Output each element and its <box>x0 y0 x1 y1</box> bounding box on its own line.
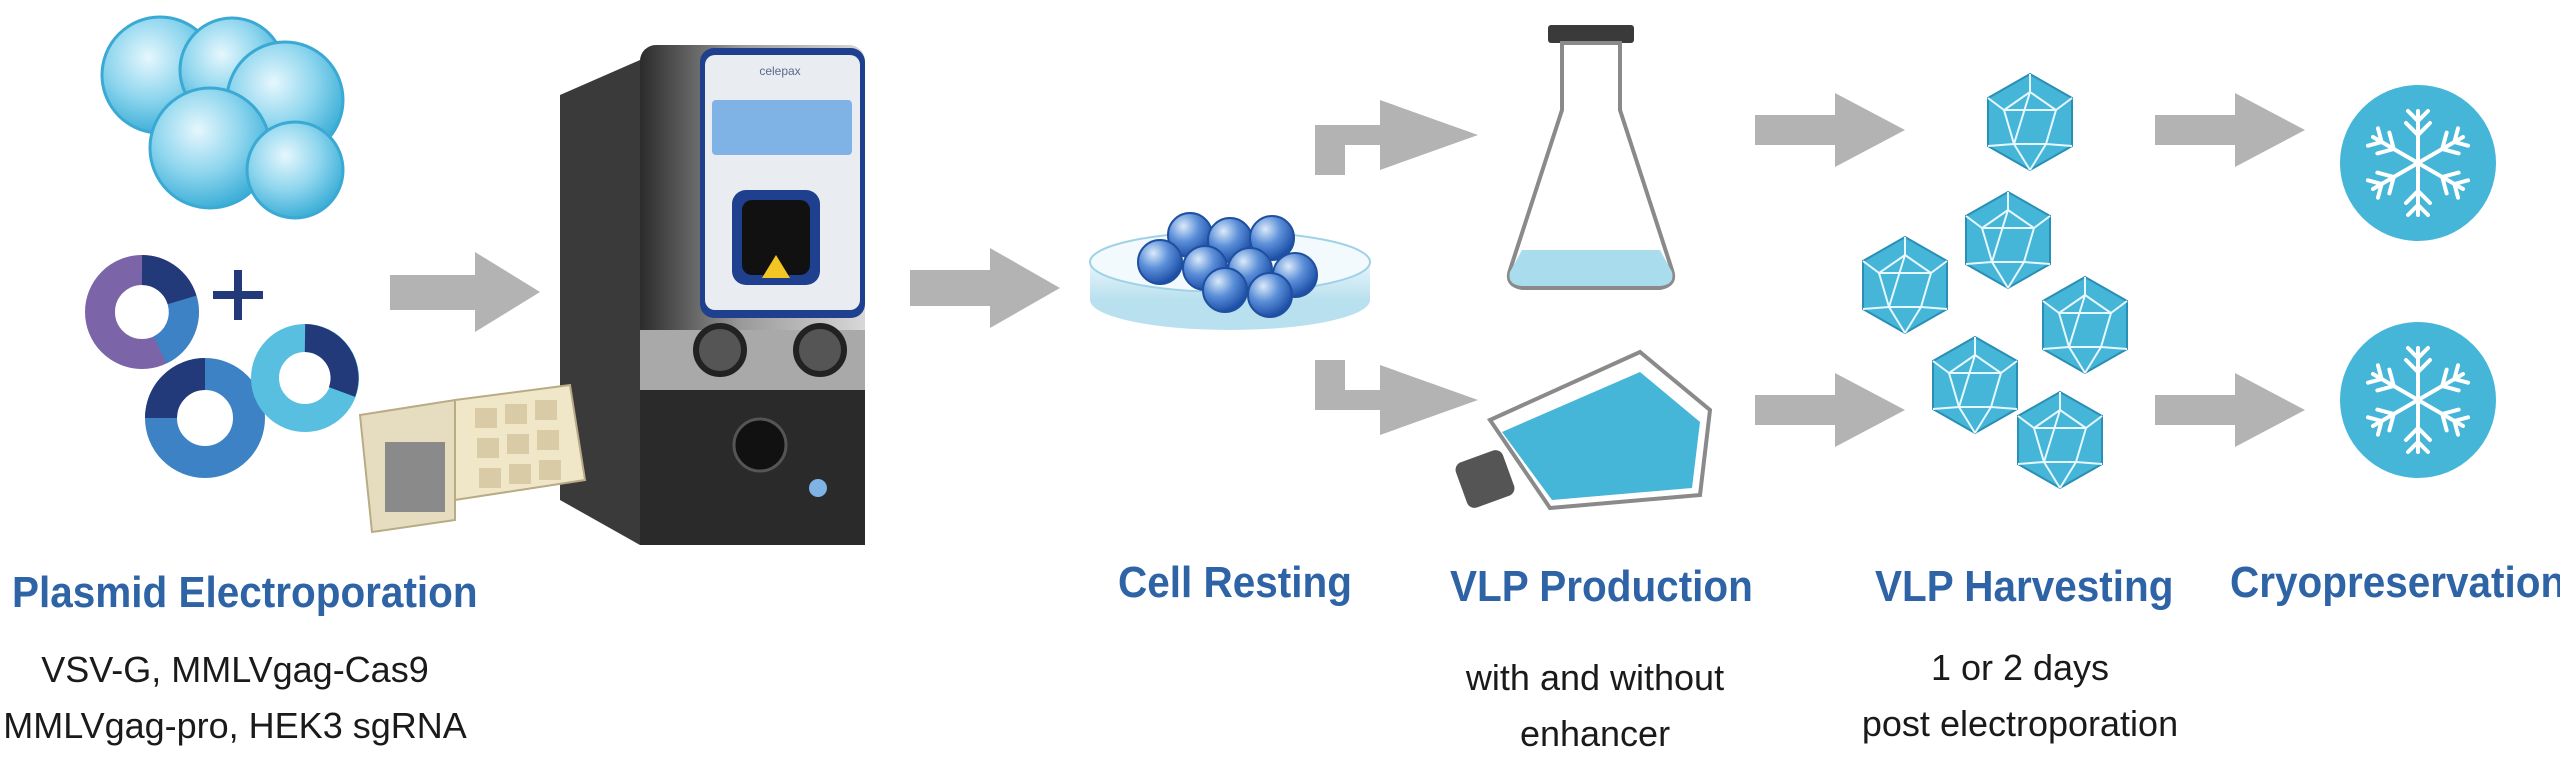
stage-subtitle-line: enhancer <box>1519 713 1671 754</box>
electroporation-device-icon: celepax <box>560 45 865 545</box>
stage-subtitle-plasmid-electroporation: VSV-G, MMLVgag-Cas9 MMLVgag-pro, HEK3 sg… <box>0 642 470 754</box>
cell-cluster-icon <box>100 15 345 220</box>
vlp-particle-icon <box>1987 73 2073 171</box>
stage-subtitle-line: MMLVgag-pro, HEK3 sgRNA <box>3 705 467 746</box>
stage-subtitle-line: post electroporation <box>1861 703 2179 744</box>
stage-title-plasmid-electroporation: Plasmid Electroporation <box>12 568 478 617</box>
snowflake-icon <box>2340 322 2496 478</box>
cartridge-icon <box>358 383 587 534</box>
device-brand-label: celepax <box>759 64 800 78</box>
plus-icon <box>213 270 263 320</box>
erlenmeyer-flask-icon <box>1506 25 1676 290</box>
stage-title-cell-resting: Cell Resting <box>1118 558 1352 607</box>
arrow-icon <box>2155 93 2305 167</box>
stage-title-vlp-production: VLP Production <box>1450 562 1753 611</box>
stage-subtitle-vlp-harvesting: 1 or 2 days post electroporation <box>1850 640 2190 752</box>
arrow-icon <box>1755 93 1905 167</box>
vlp-particle-icon <box>1932 336 2018 434</box>
plasmid-ring-icon <box>145 358 265 478</box>
arrow-icon <box>910 248 1060 328</box>
arrow-icon <box>1755 373 1905 447</box>
arrow-icon <box>1315 100 1478 435</box>
plasmid-ring-icon <box>85 255 199 369</box>
arrow-icon <box>2155 373 2305 447</box>
stage-subtitle-line: VSV-G, MMLVgag-Cas9 <box>41 649 429 690</box>
snowflake-icon <box>2340 85 2496 241</box>
vlp-particle-icon <box>1965 191 2051 289</box>
stage-subtitle-line: 1 or 2 days <box>1930 647 2110 688</box>
stage-subtitle-vlp-production: with and without enhancer <box>1440 650 1750 762</box>
vlp-particle-icon <box>2017 391 2103 489</box>
vlp-particle-icon <box>1862 236 1948 334</box>
stage-title-cryopreservation: Cryopreservation <box>2230 558 2560 607</box>
arrow-icon <box>390 252 540 332</box>
plasmid-ring-icon <box>251 324 359 432</box>
culture-flask-icon <box>1455 349 1713 511</box>
petri-dish-icon <box>1089 212 1371 330</box>
vlp-particle-icon <box>2042 276 2128 374</box>
stage-title-vlp-harvesting: VLP Harvesting <box>1875 562 2174 611</box>
stage-subtitle-line: with and without <box>1465 657 1725 698</box>
